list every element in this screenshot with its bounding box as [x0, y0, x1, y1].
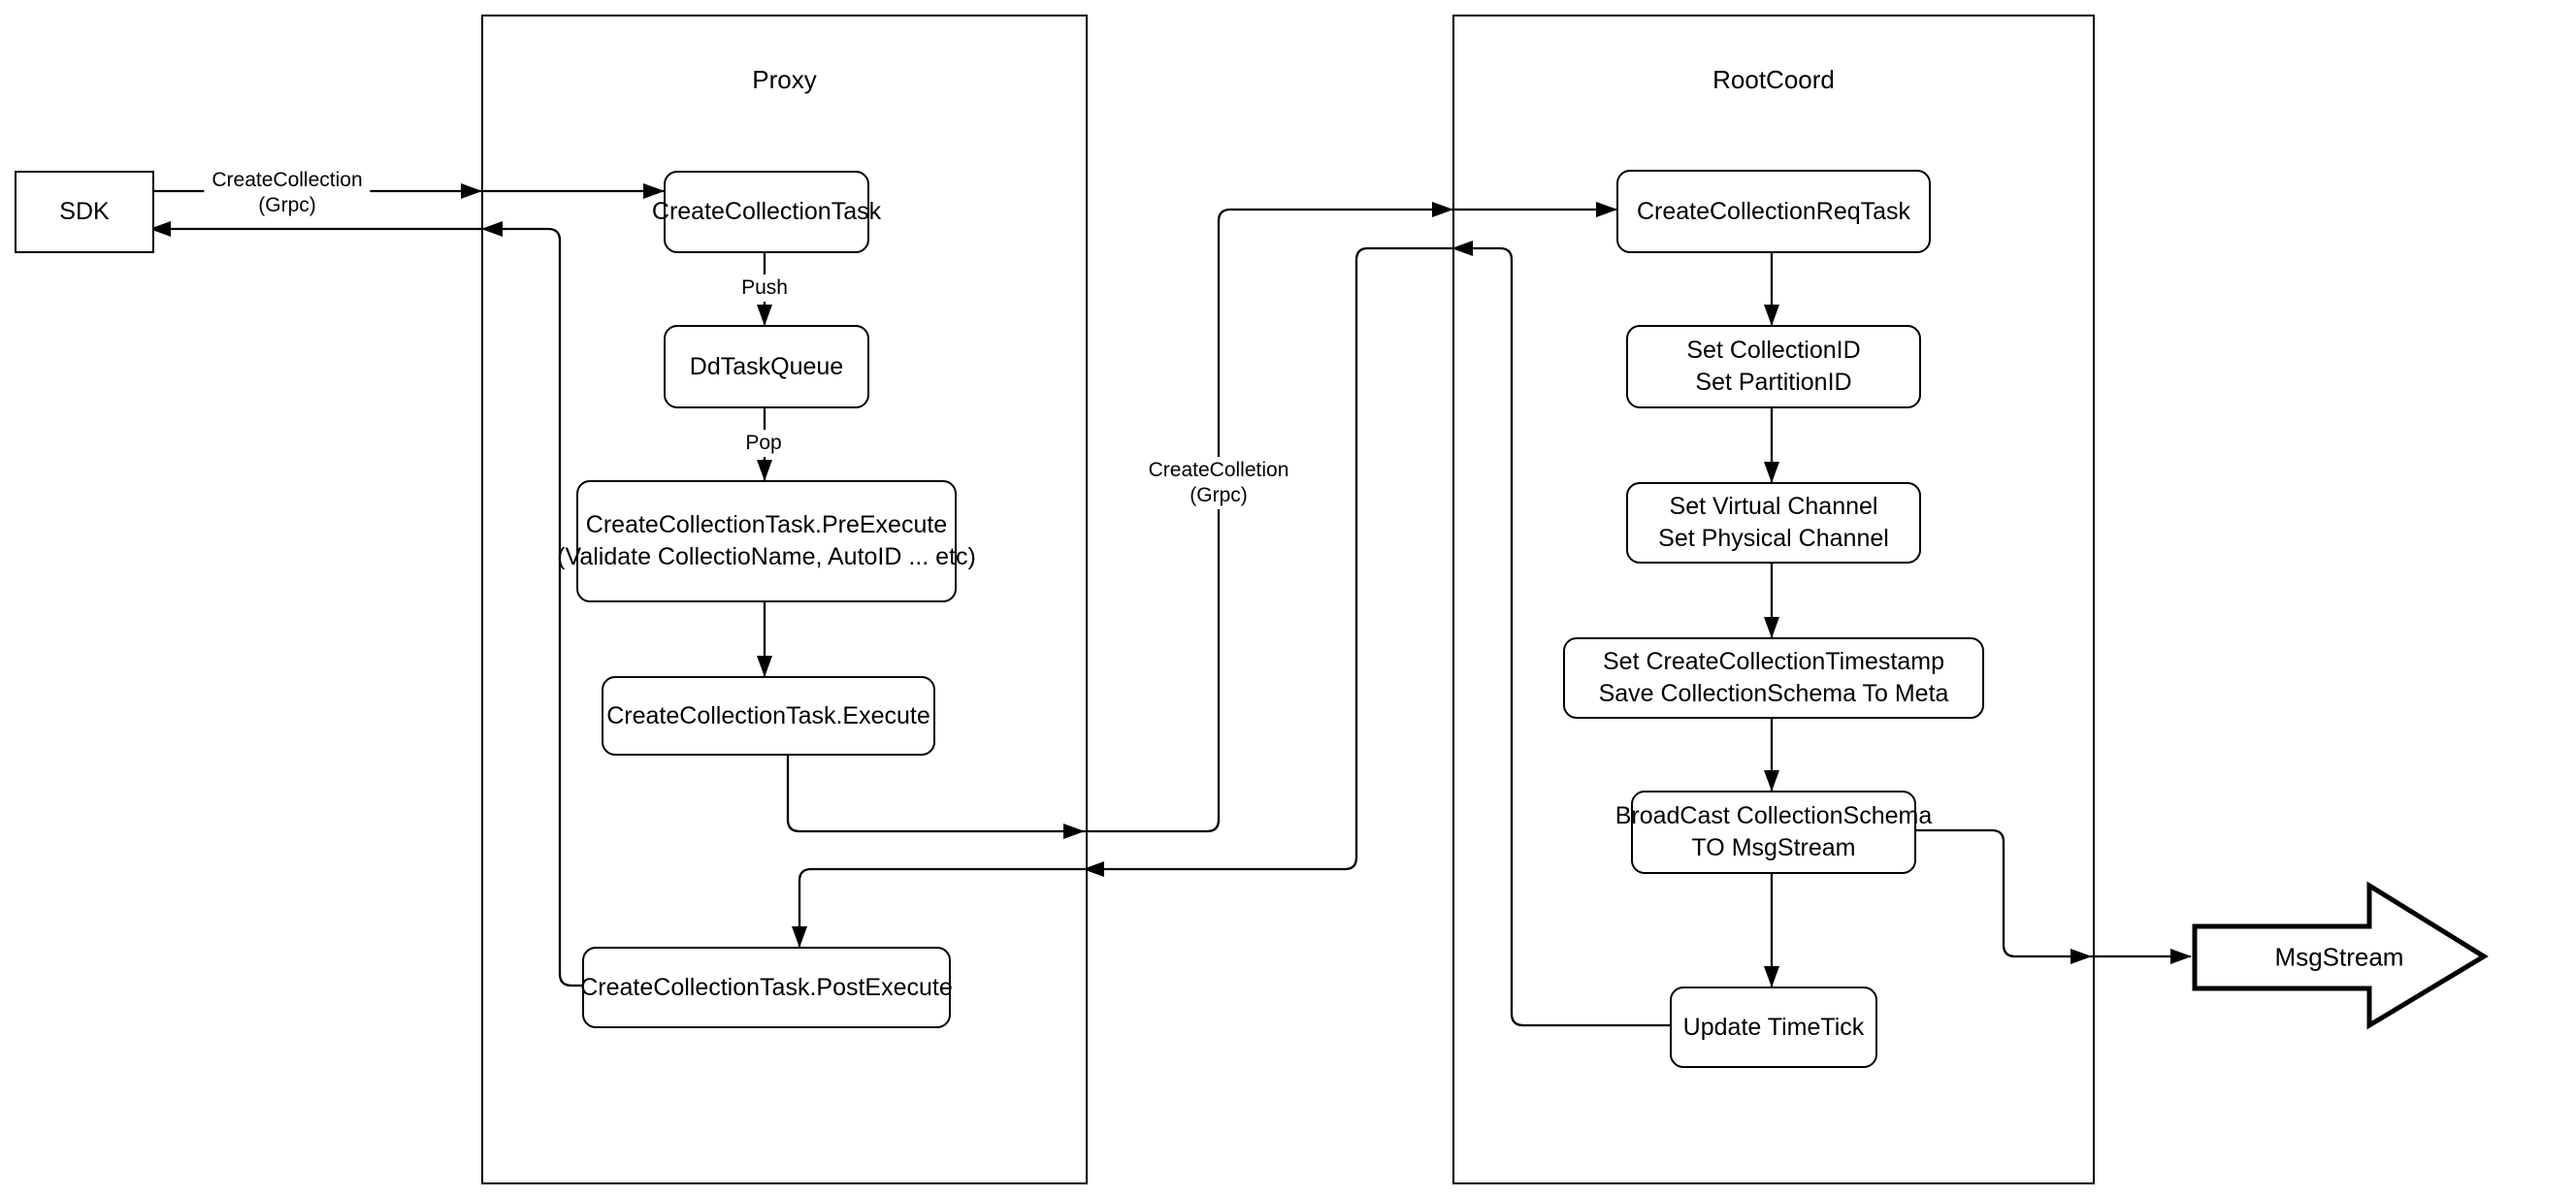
proxy-title: Proxy — [752, 65, 817, 94]
rootcoord-title: RootCoord — [1712, 65, 1835, 94]
edge-label-sdk-grpc: CreateCollection (Grpc) — [204, 167, 371, 219]
node-set-timestamp-save-schema: Set CreateCollectionTimestamp Save Colle… — [1563, 637, 1984, 719]
node-update-timetick: Update TimeTick — [1670, 987, 1877, 1068]
rootcoord-container: RootCoord — [1452, 15, 2095, 1184]
msgstream-arrow-shape — [2192, 881, 2489, 1030]
node-label: CreateCollectionTask.Execute — [606, 701, 930, 729]
node-set-channels: Set Virtual Channel Set Physical Channel — [1626, 482, 1921, 564]
node-postexecute: CreateCollectionTask.PostExecute — [580, 947, 953, 1028]
edge-execute-to-proxyedge — [786, 752, 1085, 839]
edge-label-line2: (Grpc) — [258, 194, 316, 216]
node-label-line1: BroadCast CollectionSchema — [1614, 802, 1933, 829]
edge-label-line1: CreateColletion — [1148, 459, 1289, 481]
edge-label-line2: (Grpc) — [1190, 484, 1248, 506]
sdk-node: SDK — [15, 171, 154, 253]
edge-timetick-to-rootedge — [1451, 241, 1670, 1027]
node-create-collection-req-task: CreateCollectionReqTask — [1616, 170, 1931, 253]
node-label-line1: CreateCollectionTask.PreExecute — [585, 511, 948, 538]
node-label-line2: Set PartitionID — [1695, 369, 1852, 396]
node-set-ids: Set CollectionID Set PartitionID — [1626, 325, 1921, 408]
node-dd-task-queue: DdTaskQueue — [664, 325, 869, 408]
node-label-line2: (Validate CollectioName, AutoID ... etc) — [557, 543, 976, 570]
node-label-line1: Set Virtual Channel — [1669, 493, 1878, 520]
node-label-line2: Set Physical Channel — [1658, 525, 1889, 552]
node-label-line1: Set CollectionID — [1686, 337, 1861, 364]
edge-proxy-to-rootcoord — [1084, 202, 1453, 833]
node-label: CreateCollectionTask — [651, 198, 882, 225]
edge-label-proxy-grpc: CreateColletion (Grpc) — [1140, 457, 1297, 509]
node-label: Update TimeTick — [1682, 1013, 1865, 1041]
node-create-collection-task: CreateCollectionTask — [652, 171, 881, 253]
node-preexecute: CreateCollectionTask.PreExecute (Validat… — [557, 480, 976, 602]
node-broadcast-schema: BroadCast CollectionSchema TO MsgStream — [1615, 791, 1932, 874]
node-label-line2: Save CollectionSchema To Meta — [1598, 680, 1949, 707]
node-label: DdTaskQueue — [689, 352, 844, 380]
node-execute: CreateCollectionTask.Execute — [602, 676, 935, 756]
node-label: CreateCollectionTask.PostExecute — [580, 973, 953, 1001]
edge-broadcast-to-rootedge — [1912, 828, 2092, 964]
node-label-line2: TO MsgStream — [1691, 834, 1856, 861]
edge-label-pop: Pop — [737, 430, 790, 457]
msgstream-label: MsgStream — [2274, 942, 2404, 972]
node-label-line1: Set CreateCollectionTimestamp — [1603, 648, 1944, 675]
edge-postexecute-to-proxyedge — [481, 221, 582, 987]
edge-proxyedge-to-postexecute — [792, 867, 1084, 948]
node-label: CreateCollectionReqTask — [1636, 197, 1911, 225]
proxy-container: Proxy — [481, 15, 1088, 1184]
edge-label-push: Push — [734, 275, 796, 302]
edge-rootcoord-to-proxy — [1083, 246, 1452, 877]
edge-label-line1: CreateCollection — [212, 169, 363, 191]
sdk-label: SDK — [59, 198, 110, 225]
